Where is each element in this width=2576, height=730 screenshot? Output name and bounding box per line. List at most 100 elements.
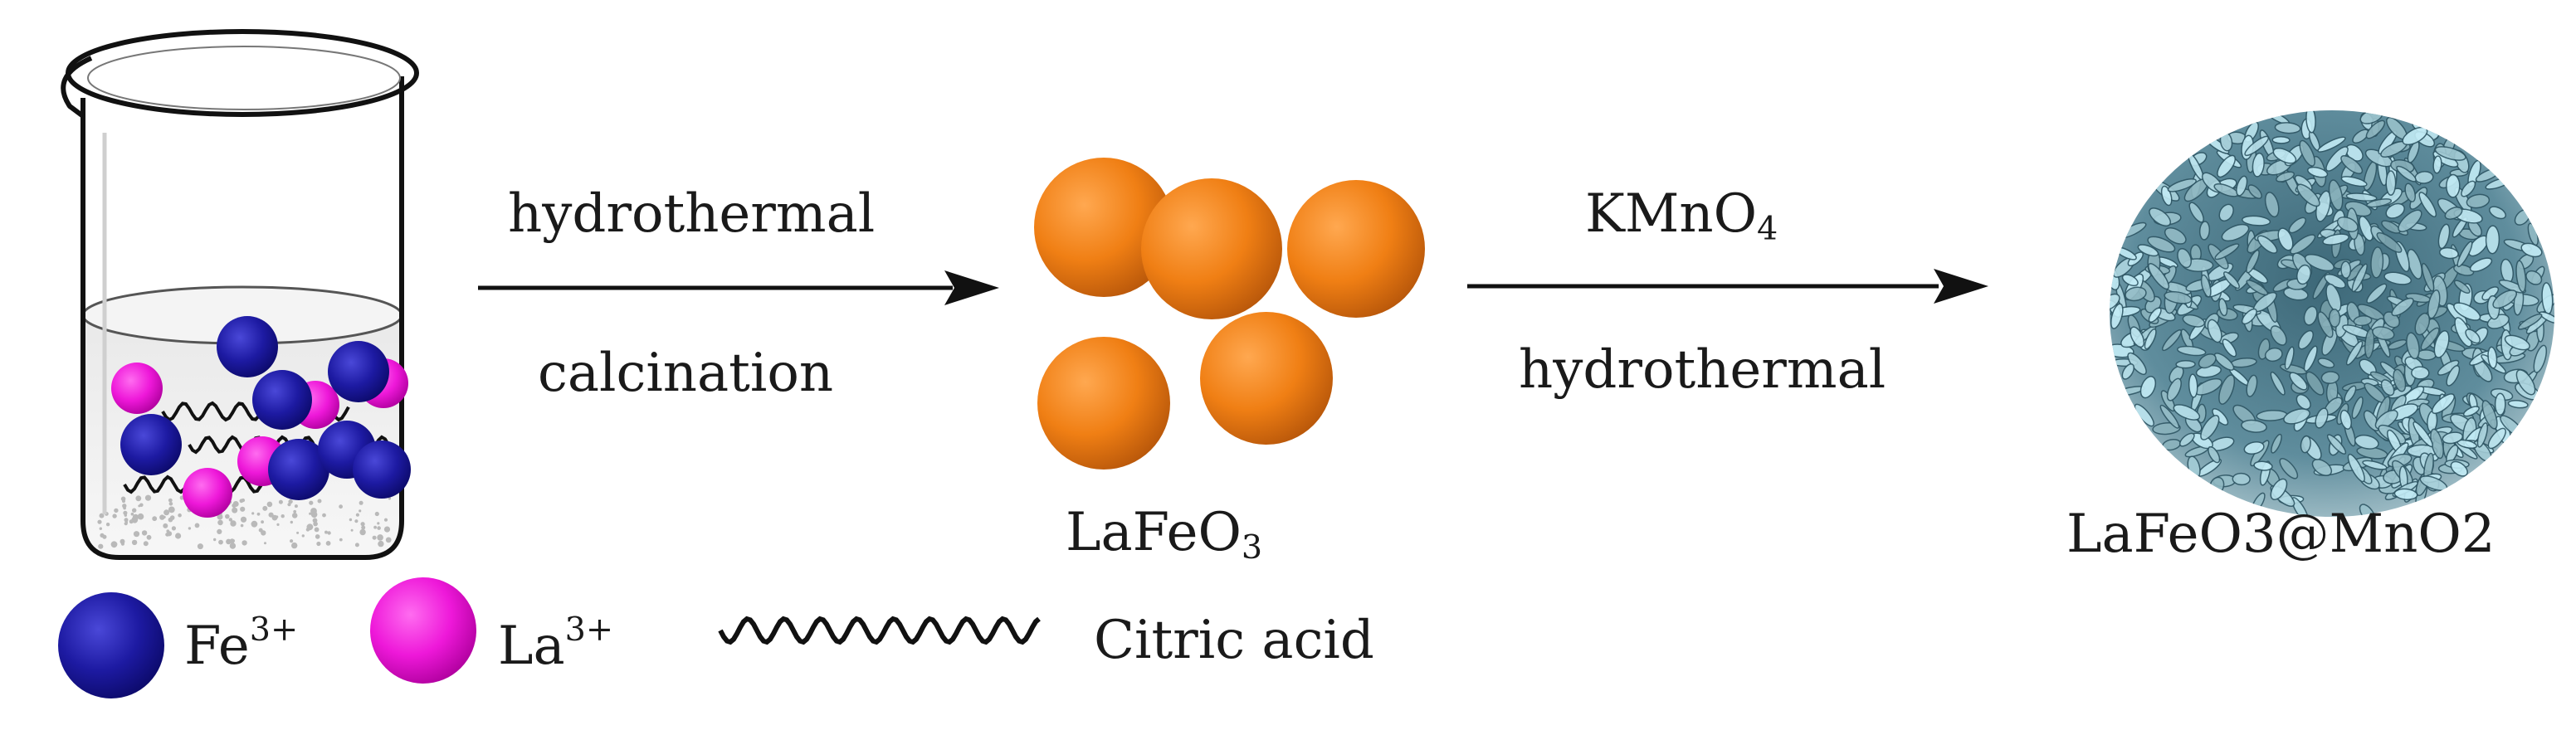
mno2-flake	[2466, 193, 2491, 209]
mno2-flake	[2431, 393, 2456, 415]
mno2-flake	[2517, 313, 2543, 330]
sediment-grain	[278, 499, 283, 504]
mno2-flake	[2177, 247, 2193, 269]
mno2-flake	[2446, 365, 2461, 387]
mno2-flake	[2381, 220, 2401, 234]
sediment-grain	[217, 513, 223, 520]
mno2-flake	[2188, 373, 2198, 398]
mno2-flake	[2121, 274, 2139, 287]
mno2-flake	[2317, 311, 2334, 338]
mno2-flake	[2173, 404, 2201, 421]
mno2-flake	[2222, 338, 2237, 358]
sediment-grain	[168, 498, 173, 503]
mno2-flake	[2461, 180, 2476, 197]
la-ion	[183, 468, 232, 518]
mno2-flake	[2317, 136, 2346, 153]
sediment-grain	[372, 535, 377, 540]
mno2-nanosheets	[2110, 110, 2554, 517]
sediment-grain	[213, 538, 217, 542]
sediment-grain	[131, 539, 138, 546]
mno2-flake	[2159, 404, 2180, 429]
mno2-flake	[2167, 178, 2197, 192]
legend-fe-ion	[58, 592, 164, 698]
intermediate-main: LaFeO	[1066, 502, 1242, 563]
mno2-flake	[2317, 358, 2335, 368]
mno2-flake	[2456, 241, 2473, 268]
mno2-flake	[2236, 175, 2248, 197]
sediment-grain	[322, 513, 326, 518]
mno2-flake	[2504, 334, 2530, 351]
mno2-flake	[2270, 325, 2287, 346]
beaker	[61, 29, 419, 560]
mno2-flake	[2328, 179, 2344, 211]
mno2-flake	[2110, 293, 2120, 311]
sediment-grain	[217, 528, 222, 535]
mno2-flake	[2364, 328, 2375, 359]
legend-fe-sup: 3+	[249, 611, 299, 649]
mno2-flake	[2393, 488, 2418, 500]
mno2-flake	[2270, 478, 2288, 500]
sediment-grain	[163, 523, 168, 528]
mno2-flake	[2218, 298, 2228, 317]
sediment-grain	[310, 511, 318, 518]
mno2-flake	[2437, 223, 2451, 250]
mno2-flake	[2396, 165, 2417, 182]
sediment-grain	[266, 501, 273, 508]
sediment-grain	[133, 531, 140, 538]
sediment-grain	[377, 526, 381, 530]
sediment-grain	[264, 542, 266, 545]
sediment-grain	[291, 542, 298, 549]
sediment-grain	[226, 538, 232, 545]
sediment-grain	[261, 530, 266, 536]
lafeo3-particle	[1037, 337, 1170, 470]
mno2-flake	[2139, 376, 2157, 399]
mno2-flake	[2315, 407, 2329, 429]
mno2-flake	[2462, 406, 2480, 417]
mno2-flake	[2149, 207, 2172, 227]
mno2-flake	[2166, 377, 2182, 402]
mno2-flake	[2340, 176, 2368, 187]
sediment-grain	[294, 504, 298, 509]
sediment-grain	[239, 499, 244, 504]
mno2-flake	[2148, 307, 2162, 324]
mno2-flake	[2207, 319, 2222, 343]
sediment-grain	[293, 509, 297, 513]
mno2-flake	[2442, 431, 2464, 445]
sediment-grain	[354, 543, 359, 548]
la-ion	[111, 363, 163, 414]
legend-fe-label: Fe3+	[184, 611, 299, 673]
mno2-flake	[2393, 368, 2407, 392]
sediment-grain	[385, 537, 392, 543]
mno2-flake	[2288, 217, 2306, 234]
sediment-grain	[120, 542, 124, 546]
sediment-grain	[143, 541, 149, 547]
mno2-flake	[2214, 243, 2240, 260]
beaker-liquid	[83, 315, 402, 557]
intermediate-sub: 3	[1241, 528, 1263, 567]
sediment-grain	[339, 538, 343, 542]
sediment-grain	[276, 523, 280, 527]
mno2-flake	[2385, 202, 2405, 219]
mno2-flake	[2232, 472, 2251, 486]
lafeo3-mno2-particle	[2110, 110, 2554, 517]
beaker-rim	[66, 29, 419, 117]
mno2-flake	[2411, 366, 2430, 380]
mno2-flake	[2283, 408, 2310, 425]
sediment-grain	[139, 503, 144, 508]
sediment-grain	[171, 526, 176, 531]
mno2-flake	[2213, 353, 2235, 371]
mno2-flake	[2198, 353, 2217, 369]
mno2-flake	[2539, 311, 2554, 324]
mno2-flake	[2433, 330, 2450, 358]
sediment-grain	[230, 520, 237, 527]
mno2-flake	[2144, 328, 2157, 350]
mno2-flake	[2453, 302, 2481, 321]
arrow-step2	[1467, 269, 1988, 304]
fe-ion	[268, 439, 329, 500]
sediment-grain	[339, 504, 343, 509]
mno2-flake	[2385, 170, 2397, 196]
sediment-grain	[316, 541, 321, 547]
sediment-grain	[169, 515, 175, 520]
sediment-grain	[163, 510, 168, 515]
mno2-flake	[2279, 458, 2299, 479]
